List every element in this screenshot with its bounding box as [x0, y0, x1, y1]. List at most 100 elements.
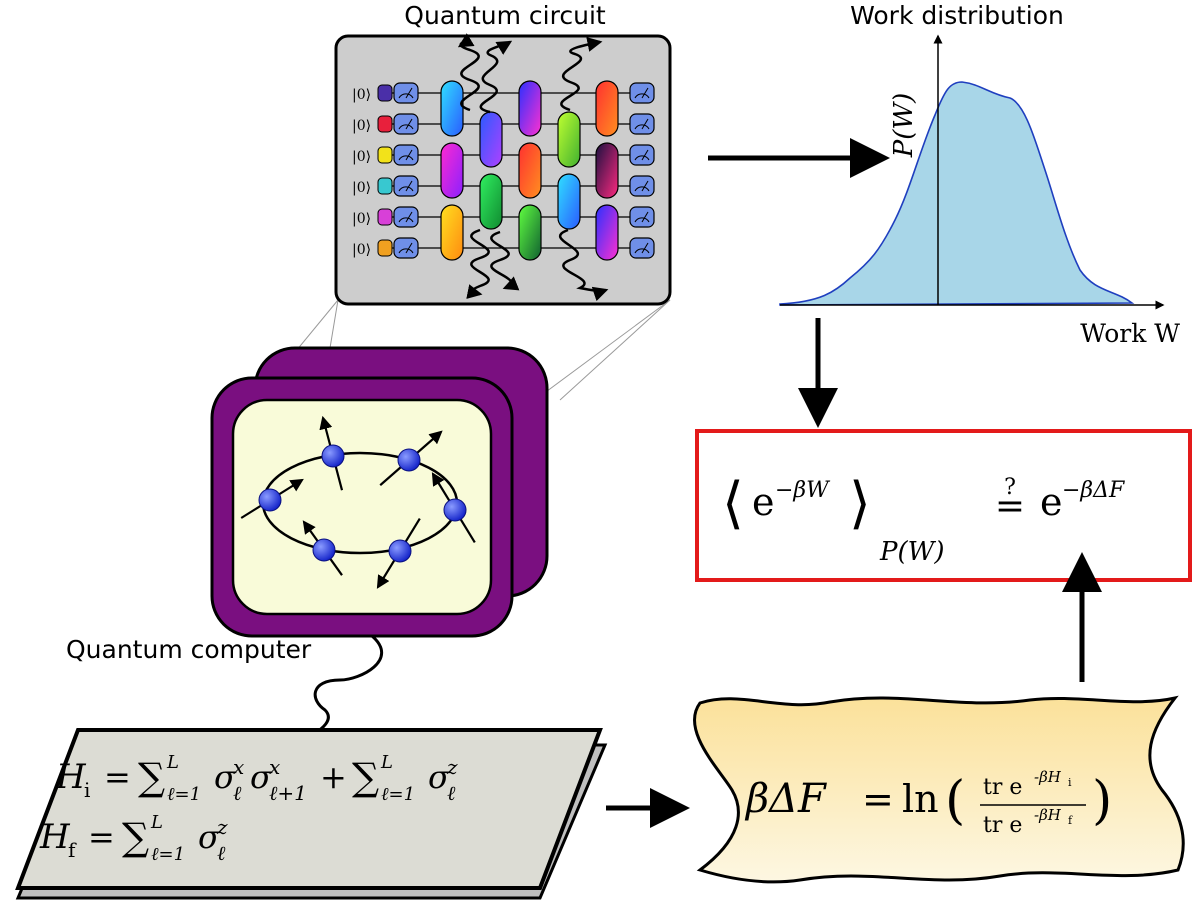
two-qubit-gate: [440, 80, 464, 137]
Hi-plus: +: [320, 758, 347, 796]
measurement-gate: [393, 82, 419, 104]
qubit-state-box: [377, 115, 393, 133]
free-energy-paren-open: (: [945, 771, 965, 831]
circuit-title: Quantum circuit: [404, 1, 606, 30]
equality-subscript: P(W): [879, 537, 945, 567]
spin-site: [431, 472, 476, 543]
spin-site: [379, 430, 443, 487]
spin-site: [302, 520, 343, 576]
hamiltonian-line-2: H f = ∑ L ℓ=1 σ z ℓ: [39, 812, 228, 865]
measurement-gate: [629, 237, 655, 259]
equality-rhs-base: e: [1040, 480, 1063, 524]
hamiltonian-panel: H i = ∑ L ℓ=1 σ x ℓ σ x ℓ+1 + ∑ L ℓ=1 σ …: [15, 728, 608, 900]
two-qubit-gate: [557, 173, 581, 230]
Hf-equals: =: [88, 818, 115, 856]
equality-right-bracket: ⟩: [849, 471, 871, 536]
Hf-sum: ∑: [122, 815, 149, 859]
quantum-circuit-panel: Quantum circuit |0⟩ |0⟩ |0⟩ |0⟩ |0⟩ |0⟩: [334, 1, 672, 306]
Hi-sigma-2-sub: ℓ+1: [269, 781, 307, 805]
qubit-state-box: [377, 208, 393, 226]
qubit-state-box: [377, 177, 393, 195]
two-qubit-gate: [595, 142, 619, 199]
Hi-sum-1-upper: L: [166, 752, 179, 773]
measurement-gate: [629, 113, 655, 135]
Hf-sigma: σ: [198, 818, 221, 856]
qubit-state-box: [377, 239, 393, 257]
spin-site: [240, 478, 304, 519]
computer-cable: [313, 634, 384, 735]
jarzynski-equality-box: ⟨ e −βW ⟩ P(W) ? = e −βΔF: [695, 429, 1192, 582]
free-energy-denominator-exp: -βH: [1034, 806, 1062, 824]
Hi-sum-2-upper: L: [380, 752, 393, 773]
two-qubit-gate: [595, 80, 619, 137]
distribution-area: [779, 81, 1135, 306]
two-qubit-gate: [518, 204, 542, 261]
Hi-sigma-1-sub: ℓ: [233, 781, 242, 805]
measurement-gate: [629, 206, 655, 228]
two-qubit-gate: [518, 80, 542, 137]
two-qubit-gate: [479, 111, 503, 168]
qubit-ket-label: |0⟩: [352, 180, 371, 196]
circuit-gates: [440, 80, 619, 261]
measurement-gate: [393, 237, 419, 259]
measurement-gate: [629, 175, 655, 197]
equality-rhs-exponent: −βΔF: [1062, 478, 1125, 503]
equality-relation: =: [995, 486, 1025, 527]
free-energy-denominator-sub: f: [1068, 814, 1073, 827]
Hi-sigma-2: σ: [250, 758, 273, 796]
computer-screen: [231, 398, 493, 616]
Hi-sigma-1: σ: [214, 758, 237, 796]
equality-border: [695, 429, 1192, 582]
free-energy-numerator: tr e: [983, 775, 1022, 800]
measurement-gate: [393, 206, 419, 228]
measurement-gate: [393, 113, 419, 135]
Hi-sigma-3-sub: ℓ: [447, 781, 456, 805]
scroll-shape: [693, 695, 1185, 884]
two-qubit-gate: [440, 142, 464, 199]
Hf-sigma-sup: z: [216, 815, 228, 839]
Hi-sum-2-lower: ℓ=1: [381, 784, 415, 805]
distribution-y-label: P(W): [889, 93, 919, 159]
noise-wiggles: [457, 33, 609, 302]
free-energy-denominator: tr e: [983, 813, 1022, 838]
Hi-sigma-3: σ: [428, 758, 451, 796]
circuit-box: [334, 34, 672, 306]
qubit-ket-label: |0⟩: [352, 149, 371, 165]
Hi-sum-1: ∑: [138, 755, 165, 799]
circuit-qubits: |0⟩ |0⟩ |0⟩ |0⟩ |0⟩ |0⟩: [352, 82, 655, 259]
two-qubit-gate: [595, 204, 619, 261]
work-distribution-chart: Work distribution P(W) Work W: [779, 1, 1180, 348]
free-energy-numerator-sub: i: [1068, 776, 1072, 789]
Hi-equals: =: [104, 758, 131, 796]
equality-lhs-exponent: −βW: [775, 478, 831, 503]
equality-left-bracket: ⟨: [722, 471, 744, 536]
Hi-subscript: i: [84, 778, 90, 802]
free-energy-scroll: βΔF = ln ( tr e -βH i tr e -βH f ): [693, 695, 1185, 884]
qubit-state-box: [377, 84, 393, 102]
Hf-sum-upper: L: [150, 812, 163, 833]
Hi-sigma-3-sup: z: [446, 755, 458, 779]
measurement-gate: [393, 175, 419, 197]
qubit-ket-label: |0⟩: [352, 211, 371, 227]
measurement-gate: [629, 82, 655, 104]
Hf-sum-lower: ℓ=1: [151, 844, 185, 865]
Hi-sigma-1-sup: x: [233, 755, 244, 779]
two-qubit-gate: [479, 173, 503, 230]
two-qubit-gate: [557, 111, 581, 168]
free-energy-numerator-exp: -βH: [1034, 768, 1062, 786]
Hf-symbol: H: [39, 817, 71, 857]
qubit-ket-label: |0⟩: [352, 118, 371, 134]
spin-chain: [240, 415, 476, 589]
free-energy-formula: βΔF = ln ( tr e -βH i tr e -βH f ): [744, 768, 1112, 838]
free-energy-ln: ln: [902, 777, 939, 821]
Hf-sigma-sub: ℓ: [217, 841, 226, 865]
computer-label: Quantum computer: [66, 635, 312, 664]
qubit-ket-label: |0⟩: [352, 87, 371, 103]
free-energy-paren-close: ): [1092, 771, 1112, 831]
quantum-computer: Quantum computer: [66, 346, 549, 735]
qubit-ket-label: |0⟩: [352, 242, 371, 258]
free-energy-equals: =: [862, 777, 894, 821]
measurement-gate: [629, 144, 655, 166]
Hi-sum-2: ∑: [352, 755, 379, 799]
